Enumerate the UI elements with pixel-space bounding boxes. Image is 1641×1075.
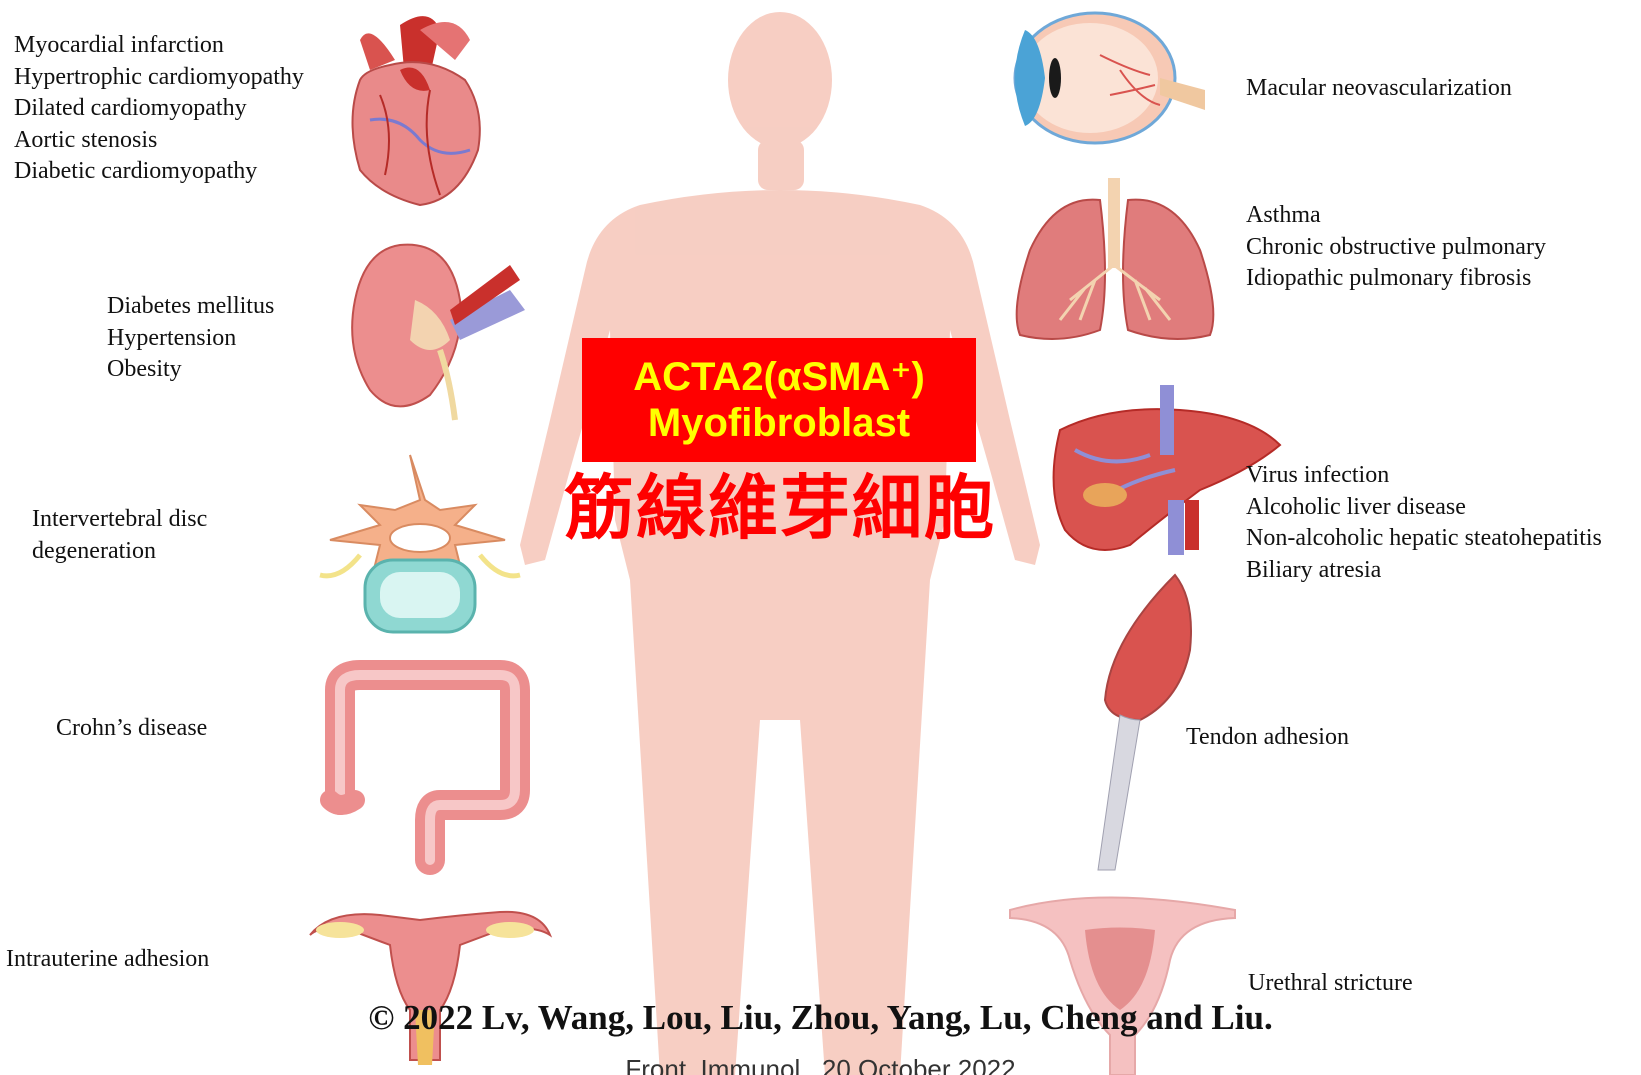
label-urethral-stricture: Urethral stricture [1248,968,1413,1000]
kidney-diseases-list: Diabetes mellitus Hypertension Obesity [107,291,274,386]
label-chronic-obstructive-pulmonary: Chronic obstructive pulmonary [1246,232,1546,264]
label-dilated-cardiomyopathy: Dilated cardiomyopathy [14,93,304,125]
eye-diseases-list: Macular neovascularization [1246,73,1512,105]
label-asthma: Asthma [1246,200,1546,232]
label-macular-neovascularization: Macular neovascularization [1246,73,1512,105]
label-idiopathic-pulmonary-fibrosis: Idiopathic pulmonary fibrosis [1246,263,1546,295]
label-virus-infection: Virus infection [1246,460,1602,492]
label-degeneration: degeneration [32,536,207,568]
label-hypertension: Hypertension [107,323,274,355]
uterus-diseases-list: Intrauterine adhesion [6,944,209,976]
lung-diseases-list: Asthma Chronic obstructive pulmonary Idi… [1246,200,1546,295]
heart-icon [353,16,480,205]
colon-icon [330,675,515,860]
tendon-diseases-list: Tendon adhesion [1186,722,1349,754]
center-title-line2: Myofibroblast [648,400,910,446]
kidney-icon [352,245,525,420]
source-citation: Front. Immunol., 20 October 2022 [0,1054,1641,1075]
copyright-notice: © 2022 Lv, Wang, Lou, Liu, Zhou, Yang, L… [0,998,1641,1038]
lungs-icon [1017,178,1214,339]
disc-diseases-list: Intervertebral disc degeneration [32,504,207,567]
center-kanji-title: 筋線維芽細胞 [540,468,1020,548]
label-diabetes-mellitus: Diabetes mellitus [107,291,274,323]
label-intrauterine-adhesion: Intrauterine adhesion [6,944,209,976]
label-biliary-atresia: Biliary atresia [1246,555,1602,587]
label-nash: Non-alcoholic hepatic steatohepatitis [1246,523,1602,555]
heart-diseases-list: Myocardial infarction Hypertrophic cardi… [14,30,304,188]
label-hypertrophic-cardiomyopathy: Hypertrophic cardiomyopathy [14,62,304,94]
label-aortic-stenosis: Aortic stenosis [14,125,304,157]
eye-icon [1015,13,1205,143]
label-myocardial-infarction: Myocardial infarction [14,30,304,62]
urethra-diseases-list: Urethral stricture [1248,968,1413,1000]
label-diabetic-cardiomyopathy: Diabetic cardiomyopathy [14,156,304,188]
label-intervertebral-disc: Intervertebral disc [32,504,207,536]
center-title-box: ACTA2(αSMA⁺) Myofibroblast [582,338,976,462]
label-tendon-adhesion: Tendon adhesion [1186,722,1349,754]
label-obesity: Obesity [107,354,274,386]
liver-diseases-list: Virus infection Alcoholic liver disease … [1246,460,1602,586]
label-crohns-disease: Crohn’s disease [56,713,207,745]
label-alcoholic-liver-disease: Alcoholic liver disease [1246,492,1602,524]
bladder-urethra-icon [1010,898,1235,1075]
uterus-icon [310,912,550,1065]
muscle-tendon-icon [1098,575,1191,870]
center-title-line1: ACTA2(αSMA⁺) [633,354,925,400]
vertebra-icon [320,455,520,632]
colon-diseases-list: Crohn’s disease [56,713,207,745]
